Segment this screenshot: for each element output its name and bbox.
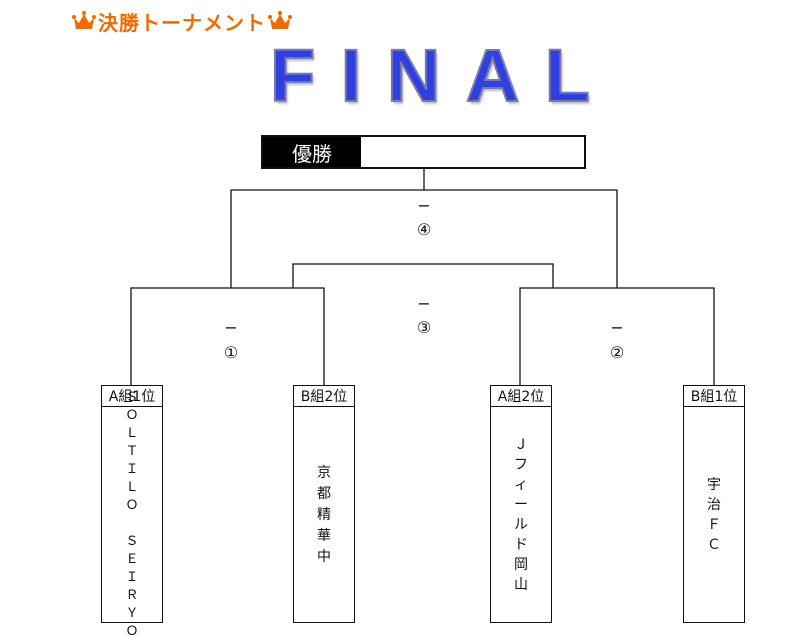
final-logo: F I N A L bbox=[269, 34, 591, 117]
team-name-char: 宇 bbox=[707, 477, 721, 493]
team-name-char: フ bbox=[514, 457, 528, 473]
team-name-char: 治 bbox=[707, 497, 721, 513]
team-name-char: Ｏ bbox=[125, 624, 139, 639]
final-letter: N bbox=[386, 34, 441, 117]
page-title: 決勝トーナメント bbox=[98, 10, 266, 35]
team-name-char: ー bbox=[514, 497, 528, 513]
team-name-char: 華 bbox=[317, 527, 331, 544]
winner-label: 優勝 bbox=[263, 137, 361, 167]
match-4-dash: − bbox=[417, 196, 431, 215]
final-letter: A bbox=[465, 34, 520, 117]
team-name-char: 精 bbox=[317, 506, 331, 523]
team-name-char: Ｙ bbox=[125, 606, 139, 621]
match-2-dash: − bbox=[610, 318, 624, 337]
team-name-char: Ｏ bbox=[125, 408, 139, 423]
team-name-char: Ｉ bbox=[125, 462, 139, 477]
team-name-char: 京 bbox=[317, 464, 331, 481]
match-2-number: ② bbox=[609, 343, 625, 362]
team-box-b2: B組2位 京都精華中 bbox=[293, 385, 355, 623]
bracket-line-match-3 bbox=[292, 263, 554, 288]
team-name-char: 山 bbox=[514, 577, 528, 593]
team-name-char: 岡 bbox=[514, 557, 528, 573]
crown-icon bbox=[268, 11, 292, 29]
team-rank: B組2位 bbox=[294, 386, 354, 407]
team-name-char: Ｉ bbox=[125, 570, 139, 585]
team-name-char: Ｊ bbox=[514, 437, 528, 453]
team-name-char: 中 bbox=[317, 548, 331, 565]
team-name-char: Ｌ bbox=[125, 480, 139, 495]
team-rank: B組1位 bbox=[684, 386, 744, 407]
team-name-char: Ｌ bbox=[125, 426, 139, 441]
match-1-dash: − bbox=[224, 318, 238, 337]
winner-box: 優勝 bbox=[261, 135, 586, 169]
team-name-char: Ｃ bbox=[707, 537, 721, 553]
team-name: 京都精華中 bbox=[294, 407, 354, 623]
team-name-char: Ｓ bbox=[125, 390, 139, 405]
team-name-char: ド bbox=[514, 537, 528, 553]
team-name-char: Ｏ bbox=[125, 498, 139, 513]
final-letter: F bbox=[269, 34, 316, 117]
final-letter: L bbox=[544, 34, 591, 117]
team-name-char: ィ bbox=[514, 477, 528, 493]
match-4-number: ④ bbox=[416, 220, 432, 239]
team-rank: A組1位 bbox=[102, 386, 162, 407]
crown-icon bbox=[72, 11, 96, 29]
team-name-char: Ｔ bbox=[125, 444, 139, 459]
winner-value bbox=[361, 137, 584, 167]
match-3-dash: − bbox=[417, 294, 431, 313]
team-name-char: Ｓ bbox=[125, 534, 139, 549]
team-name-char: Ｆ bbox=[707, 517, 721, 533]
page-header: 決勝トーナメント bbox=[72, 6, 292, 36]
team-name-char bbox=[125, 515, 138, 533]
team-name-char: Ｒ bbox=[125, 588, 139, 603]
match-1-number: ① bbox=[223, 343, 239, 362]
team-name-char: 都 bbox=[317, 485, 331, 502]
final-letter: I bbox=[340, 34, 363, 117]
match-3-number: ③ bbox=[416, 318, 432, 337]
team-name-char: ル bbox=[514, 517, 528, 533]
bracket-line-match-1 bbox=[130, 287, 325, 385]
team-rank: A組2位 bbox=[491, 386, 551, 407]
team-name-char: Ｅ bbox=[125, 552, 139, 567]
